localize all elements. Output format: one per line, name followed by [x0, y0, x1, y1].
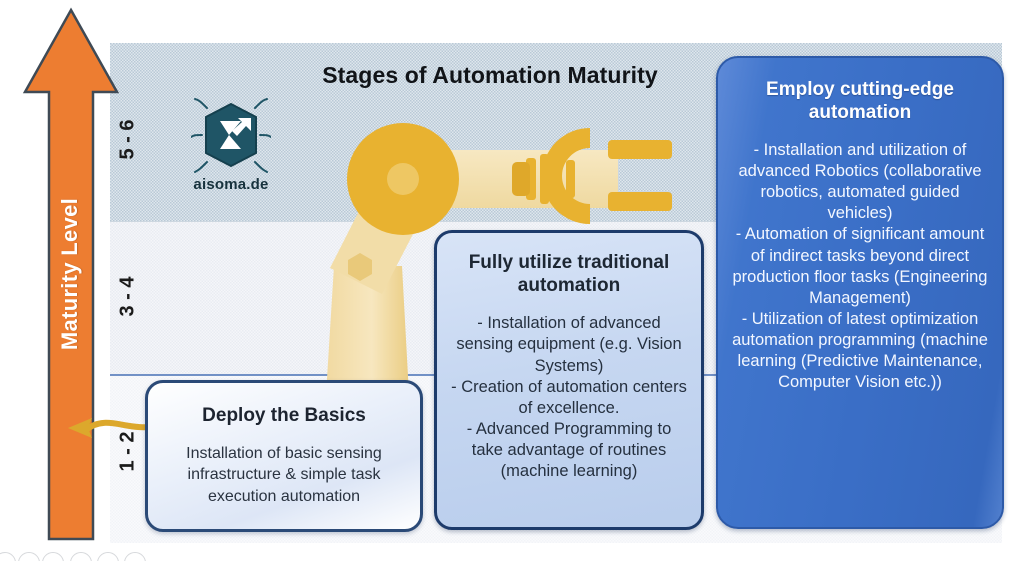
decorative-dot: [124, 552, 146, 561]
card-title: Employ cutting-edge automation: [766, 79, 954, 124]
band-tick-3-4: 3 - 4: [116, 276, 139, 317]
decorative-dot: [70, 552, 92, 561]
decorative-dot: [18, 552, 40, 561]
brand-wordmark: aisoma.de: [193, 176, 269, 193]
card-body: - Installation and utilization of advanc…: [732, 141, 988, 391]
card-title: Fully utilize traditional automation: [468, 252, 670, 297]
card-body: Installation of basic sensing infrastruc…: [186, 445, 382, 505]
maturity-level-axis-label: Maturity Level: [57, 197, 82, 351]
band-tick-5-6: 5 - 6: [116, 119, 139, 160]
aisoma-hexagon-sigma-logo: [191, 98, 271, 173]
decorative-dot: [42, 552, 64, 561]
band-hairline-divider: [110, 221, 1002, 222]
decorative-dot: [97, 552, 119, 561]
page-title: Stages of Automation Maturity: [322, 62, 658, 88]
decorative-dots: [0, 552, 300, 561]
card-employ-cutting-edge-automation[interactable]: Employ cutting-edge automation - Install…: [716, 56, 1004, 529]
card-fully-utilize-traditional-automation[interactable]: Fully utilize traditional automation - I…: [434, 230, 704, 530]
card-title: Deploy the Basics: [202, 405, 366, 426]
card-body: - Installation of advanced sensing equip…: [451, 314, 687, 481]
brand-logo: aisoma.de: [172, 96, 290, 193]
card-deploy-the-basics[interactable]: Deploy the Basics Installation of basic …: [145, 380, 423, 532]
maturity-level-arrow: Maturity Level: [22, 6, 120, 543]
decorative-dot: [0, 552, 16, 561]
